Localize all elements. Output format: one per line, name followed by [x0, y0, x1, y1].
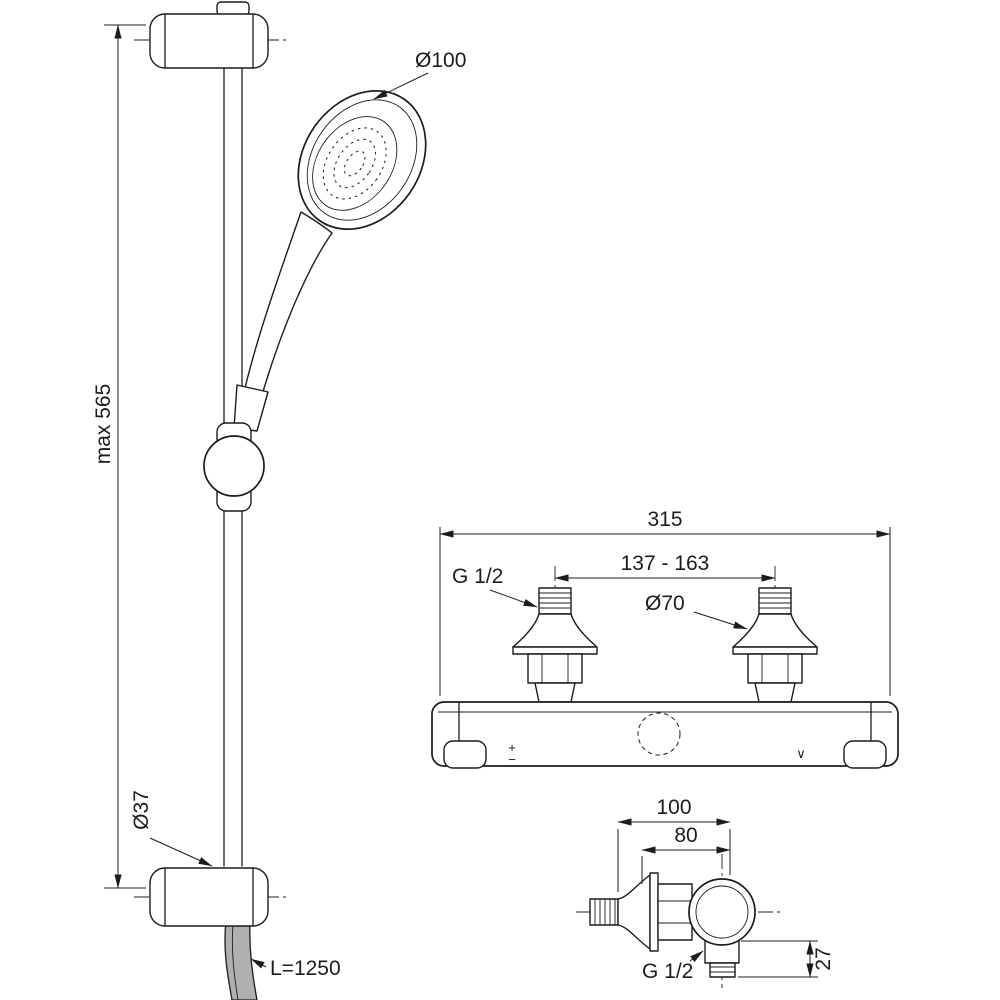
- left-handle-cap: [443, 740, 487, 769]
- side-outlet-threads: [710, 966, 735, 973]
- hidden-cartridge-circle: [637, 712, 681, 756]
- rail-height-extension-lines: [104, 24, 146, 889]
- bottom-wall-bracket: [149, 867, 269, 927]
- top-bracket-knob: [216, 1, 250, 16]
- hot-mark: +: [508, 740, 516, 755]
- inlet-thread-leader: [489, 589, 538, 608]
- side-body-inner-circle: [695, 885, 749, 939]
- overall-width-extension-lines: [439, 527, 891, 696]
- hose-shading: [231, 923, 239, 1000]
- outlet-offset-extension-lines: [738, 940, 818, 978]
- side-rosette-bell: [617, 874, 651, 950]
- mixer-side-view: 100 80 27 G 1/2: [576, 796, 835, 988]
- side-outlet-lower: [709, 962, 736, 978]
- overall-width-label: 315: [647, 508, 682, 531]
- bracket-diameter-leader: [149, 837, 213, 867]
- side-hex-nut: [657, 883, 693, 941]
- top-bracket-endcaps: [164, 13, 254, 69]
- head-diameter-leader: [373, 72, 429, 100]
- mixer-body: [431, 701, 899, 767]
- cold-mark: −: [508, 752, 516, 767]
- mixer-front-view: + − ∨ 315 137 - 163 G 1/2 Ø70: [431, 508, 899, 769]
- bottom-bracket-endcaps: [164, 867, 254, 927]
- rosette-diameter-leader: [693, 611, 748, 630]
- hand-shower-head: [297, 90, 427, 230]
- indicator-mark: ∨: [796, 746, 806, 761]
- slider-knob: [203, 435, 265, 497]
- outlet-thread-label: G 1/2: [642, 960, 693, 983]
- side-rosette-rim: [649, 872, 659, 952]
- shower-hose: [224, 919, 258, 1000]
- side-wall-nipple: [589, 898, 619, 926]
- hand-shower-holder: [233, 384, 269, 432]
- hose-length-label: L=1250: [270, 957, 341, 980]
- inlet-spacing-label: 137 - 163: [621, 552, 710, 575]
- side-nut-facets: [658, 900, 692, 924]
- outlet-thread-leader: [689, 950, 704, 963]
- inlet-thread-label: G 1/2: [452, 565, 503, 588]
- right-handle-cap: [843, 740, 887, 769]
- head-diameter-label: Ø100: [415, 49, 466, 72]
- shower-rail-view: max 565 Ø100 Ø37 L=1250: [92, 1, 466, 1000]
- side-body-circle: [688, 878, 756, 946]
- outlet-offset-label: 27: [812, 947, 835, 970]
- right-inlet: [732, 565, 818, 703]
- rail-height-label: max 565: [92, 384, 115, 465]
- bracket-diameter-label: Ø37: [130, 790, 153, 830]
- depth-body-label: 80: [674, 824, 697, 847]
- rosette-diameter-label: Ø70: [645, 592, 685, 615]
- depth-total-label: 100: [656, 796, 691, 819]
- hose-length-leader: [250, 958, 267, 969]
- hand-shower-handle: [244, 211, 333, 396]
- side-nipple-threads: [594, 899, 616, 925]
- left-inlet: [512, 565, 598, 703]
- top-wall-bracket: [149, 13, 269, 69]
